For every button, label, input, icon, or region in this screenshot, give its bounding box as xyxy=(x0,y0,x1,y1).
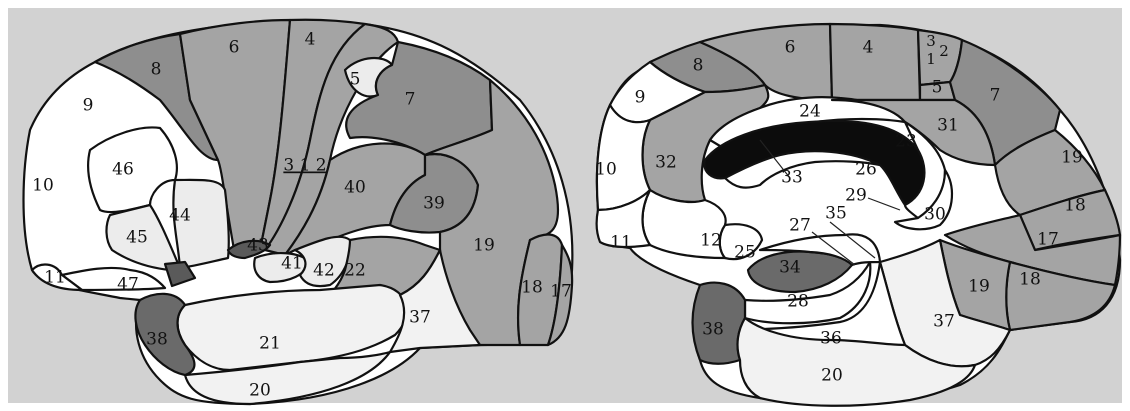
label-4: 4 xyxy=(305,30,316,50)
label-m-18b: 18 xyxy=(1019,270,1041,290)
label-11: 11 xyxy=(44,268,66,288)
label-m-34: 34 xyxy=(779,258,801,278)
label-m-1: 1 xyxy=(926,50,936,68)
label-m-7: 7 xyxy=(990,86,1001,106)
label-20: 20 xyxy=(249,381,271,401)
label-m-19b: 19 xyxy=(968,277,990,297)
label-m-5: 5 xyxy=(932,78,943,98)
label-m-2: 2 xyxy=(939,42,949,60)
label-46: 46 xyxy=(112,160,134,180)
label-m-25: 25 xyxy=(734,243,756,263)
label-m-24: 24 xyxy=(799,102,821,122)
label-m-33: 33 xyxy=(781,168,803,188)
label-40: 40 xyxy=(344,178,366,198)
label-17: 17 xyxy=(550,282,572,302)
label-41: 41 xyxy=(281,254,303,274)
medial-hemisphere xyxy=(597,24,1120,406)
label-6: 6 xyxy=(229,38,240,58)
label-m-3: 3 xyxy=(926,32,936,50)
label-m-8: 8 xyxy=(693,56,704,76)
label-8: 8 xyxy=(151,60,162,80)
label-m-29: 29 xyxy=(845,186,867,206)
label-m-4: 4 xyxy=(863,38,874,58)
label-m-30: 30 xyxy=(924,205,946,225)
label-22: 22 xyxy=(344,261,366,281)
label-37: 37 xyxy=(409,308,431,328)
lateral-hemisphere xyxy=(24,20,573,404)
label-42: 42 xyxy=(313,261,335,281)
label-21: 21 xyxy=(259,334,281,354)
label-m-31: 31 xyxy=(937,116,959,136)
label-m-27: 27 xyxy=(789,216,811,236)
label-m-10: 10 xyxy=(595,160,617,180)
label-5: 5 xyxy=(350,70,361,90)
label-45: 45 xyxy=(126,228,148,248)
label-m-26: 26 xyxy=(855,160,877,180)
label-m-32: 32 xyxy=(655,153,677,173)
label-m-6: 6 xyxy=(785,38,796,58)
label-m-9: 9 xyxy=(635,88,646,108)
label-38: 38 xyxy=(146,330,168,350)
label-m-23: 23 xyxy=(895,132,917,152)
label-m-38: 38 xyxy=(702,320,724,340)
area-4-medial xyxy=(830,24,920,100)
label-47: 47 xyxy=(117,275,139,295)
label-43: 43 xyxy=(247,236,269,256)
label-m-28: 28 xyxy=(787,292,809,312)
label-39: 39 xyxy=(423,194,445,214)
label-44: 44 xyxy=(169,206,191,226)
label-10: 10 xyxy=(32,176,54,196)
label-m-20: 20 xyxy=(821,366,843,386)
label-19: 19 xyxy=(473,236,495,256)
label-7: 7 xyxy=(405,90,416,110)
label-9: 9 xyxy=(83,96,94,116)
label-m-35: 35 xyxy=(825,204,847,224)
label-m-37: 37 xyxy=(933,312,955,332)
label-m-19a: 19 xyxy=(1061,148,1083,168)
label-m-11: 11 xyxy=(610,233,632,253)
label-m-17: 17 xyxy=(1037,230,1059,250)
label-m-18a: 18 xyxy=(1064,196,1086,216)
label-m-12: 12 xyxy=(700,231,722,251)
label-m-36: 36 xyxy=(820,329,842,349)
label-312: 3 1 2 xyxy=(283,156,326,176)
label-18: 18 xyxy=(521,278,543,298)
